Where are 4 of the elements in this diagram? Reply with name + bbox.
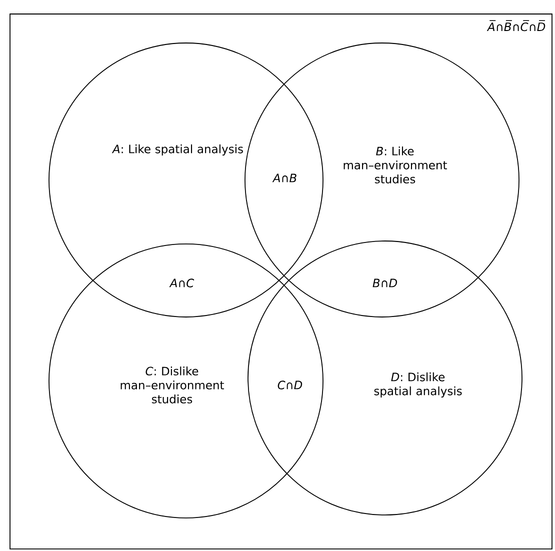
intersection-label: B∩D: [372, 278, 398, 288]
intersection-label: A∩C: [169, 278, 194, 288]
intersection-label: C∩D: [278, 380, 302, 390]
intersection-label: A∩B: [272, 174, 296, 182]
